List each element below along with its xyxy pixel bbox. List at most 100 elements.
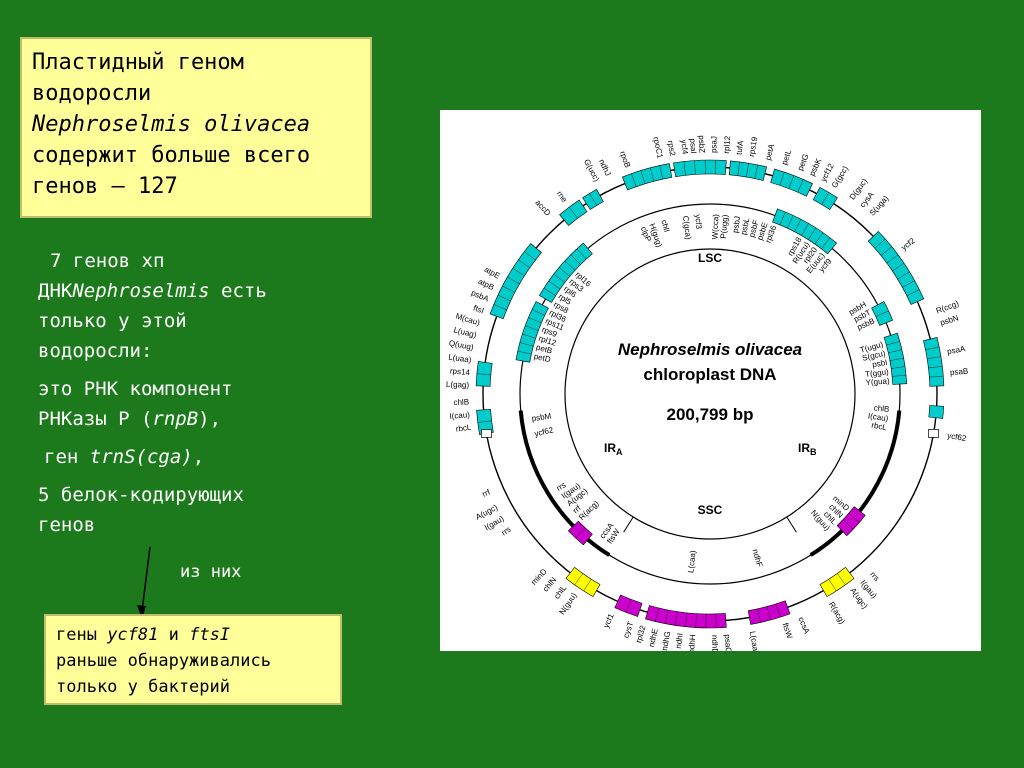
inner-gene-label: rrs xyxy=(555,480,568,493)
inner-gene-label: ndhF xyxy=(751,548,765,568)
gene-label: rps14 xyxy=(450,366,471,377)
title-line-5: генов – 127 xyxy=(32,174,178,199)
note-line-6-italic: rnpB xyxy=(152,408,199,430)
gene-block xyxy=(728,160,767,181)
gene-divider xyxy=(502,285,515,293)
gene-divider xyxy=(525,325,539,331)
map-ira-label: IRA xyxy=(604,441,623,457)
gene-label: rrf xyxy=(481,487,492,499)
inner-gene-label: rbcL xyxy=(871,421,889,433)
inner-gene-label: psbM xyxy=(531,411,552,423)
note-line-2-suffix: есть xyxy=(209,280,267,302)
gene-label: L(gag) xyxy=(446,380,470,390)
note-line-5: это РНК компонент xyxy=(38,378,233,400)
gene-block xyxy=(747,600,791,625)
map-ira-text: IR xyxy=(604,441,616,455)
gene-box-white xyxy=(928,429,939,438)
gene-label: ndhE xyxy=(647,628,660,648)
gene-divider xyxy=(837,573,846,586)
gene-label: rps2 xyxy=(666,140,677,157)
bottom-line-2: раньше обнаруживались xyxy=(56,651,271,671)
gene-label: ndhI xyxy=(674,633,685,650)
gene-label: psaI xyxy=(688,138,698,154)
gene-divider xyxy=(891,366,906,369)
gene-label: L(caa) xyxy=(748,630,761,651)
gene-divider xyxy=(886,341,900,346)
gene-divider xyxy=(775,603,781,618)
gene-label: psaB xyxy=(950,367,969,378)
map-irb-label: IRB xyxy=(798,441,817,457)
note-line-7-suffix: , xyxy=(192,446,205,468)
gene-divider xyxy=(493,304,507,310)
map-dna-label: chloroplast DNA xyxy=(643,365,776,384)
bottom-line-1: гены ycf81 и ftsI xyxy=(56,622,330,648)
gene-label: psaA xyxy=(946,344,966,356)
gene-block xyxy=(538,242,593,303)
inner-gene-label: chlI xyxy=(659,219,671,233)
inner-gene-label: T(ggu) xyxy=(865,367,890,379)
gene-divider xyxy=(548,280,561,290)
map-ssc-label: SSC xyxy=(698,503,723,517)
gene-divider xyxy=(906,289,920,297)
gene-divider xyxy=(522,333,536,339)
note-line-2: ДНКNephroselmis есть xyxy=(38,276,378,306)
gene-divider xyxy=(888,349,902,354)
gene-divider xyxy=(928,366,943,369)
gene-divider xyxy=(518,259,530,268)
gene-divider xyxy=(564,260,576,271)
gene-label: ndhH xyxy=(687,634,697,651)
gene-label: psbZ xyxy=(697,135,707,153)
gene-divider xyxy=(737,161,740,176)
gene-divider xyxy=(685,612,688,627)
gene-divider xyxy=(640,170,646,184)
gene-label: ndhG xyxy=(660,630,672,651)
gene-label: cysT xyxy=(621,620,635,639)
gene-divider xyxy=(880,246,892,256)
gene-label: petA xyxy=(764,142,777,161)
gene-divider xyxy=(528,317,542,324)
ira-arc xyxy=(518,410,611,557)
inner-gene-label: W(cca) xyxy=(711,214,721,240)
gene-divider xyxy=(553,273,565,283)
gene-divider xyxy=(683,161,686,176)
gene-divider xyxy=(497,294,511,302)
gene-divider xyxy=(531,309,545,316)
title-line-2: водоросли xyxy=(32,81,152,106)
inner-gene-label: chlB xyxy=(873,403,889,413)
gene-divider xyxy=(794,219,802,232)
gene-divider xyxy=(902,280,915,288)
gene-label: L(uaa) xyxy=(448,352,472,364)
gene-label: ycf2 xyxy=(900,236,918,252)
gene-label: petG xyxy=(796,153,811,172)
inner-gene-label: ycf3 xyxy=(693,214,703,230)
gene-divider xyxy=(746,163,749,178)
gene-label: rrs xyxy=(500,525,513,538)
gene-block xyxy=(621,163,673,191)
note-line-7-prefix: ген xyxy=(44,446,90,468)
map-ira-sub: A xyxy=(616,447,623,457)
bottom-line-1-prefix: гены xyxy=(56,625,108,645)
gene-divider xyxy=(517,350,532,355)
inner-gene-label: psbL xyxy=(739,216,752,235)
title-line-4: содержит больше всего xyxy=(32,143,311,168)
gene-divider xyxy=(892,262,905,272)
inner-gene-label: ycf62 xyxy=(533,425,554,438)
gene-divider xyxy=(842,519,854,530)
gene-label: ycf62 xyxy=(947,431,968,443)
gene-divider xyxy=(695,613,697,628)
gene-label: L(uag) xyxy=(453,325,478,339)
gene-label: psbA xyxy=(470,288,491,304)
gene-label: psaC xyxy=(723,634,733,651)
gene-divider xyxy=(558,267,570,277)
gene-divider xyxy=(929,375,944,378)
gene-divider xyxy=(787,215,794,229)
gene-block xyxy=(614,594,643,617)
note-line-6: РНКазы Р (rnpB), xyxy=(38,404,378,434)
bottom-box: гены ycf81 и ftsI раньше обнаруживались … xyxy=(44,614,342,705)
gene-block xyxy=(475,361,493,387)
map-genome-size: 200,799 bp xyxy=(667,405,754,424)
gene-divider xyxy=(875,310,889,317)
